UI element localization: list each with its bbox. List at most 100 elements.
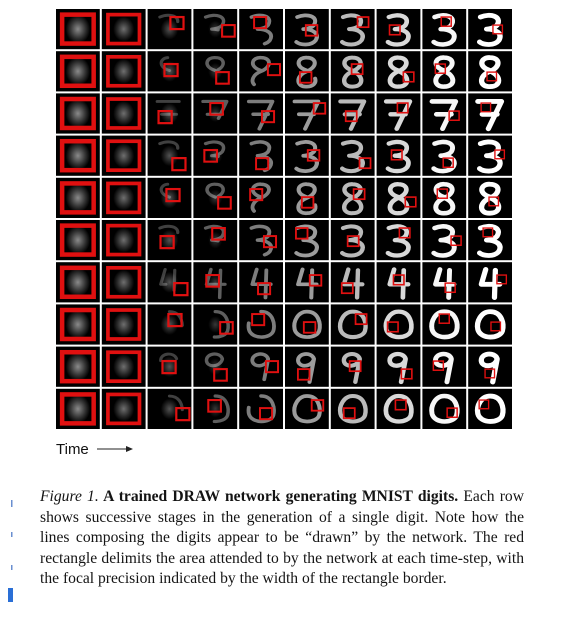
generation-cell — [193, 135, 238, 176]
generation-cell — [56, 346, 100, 387]
attention-rectangle — [260, 110, 276, 124]
generation-cell — [147, 220, 192, 261]
attention-rectangle — [344, 110, 358, 123]
generation-cell — [56, 220, 100, 261]
attention-rectangle — [255, 157, 270, 171]
generation-cell — [285, 262, 329, 303]
attention-rectangle — [259, 407, 274, 421]
generation-cell — [147, 304, 192, 345]
generation-cell — [193, 388, 238, 429]
attention-rectangle — [207, 399, 222, 413]
attention-rectangle — [398, 227, 411, 239]
generation-cell — [468, 9, 512, 50]
attention-rectangle — [346, 235, 360, 248]
generation-cell — [239, 177, 283, 218]
figure-caption: Figure 1. A trained DRAW network generat… — [40, 487, 524, 590]
attention-rectangle — [264, 360, 279, 374]
attention-rectangle — [169, 15, 185, 31]
generation-cell — [56, 177, 100, 218]
generation-cell — [330, 220, 375, 261]
attention-rectangle — [253, 16, 268, 30]
generation-cell — [285, 177, 329, 218]
generation-cell — [101, 9, 146, 50]
attention-rectangle — [106, 223, 142, 257]
attention-rectangle — [59, 54, 96, 89]
generation-cell — [330, 135, 375, 176]
attention-rectangle — [350, 63, 364, 76]
generation-cell — [56, 388, 100, 429]
generation-cell — [285, 135, 329, 176]
attention-rectangle — [59, 307, 96, 342]
generation-cell — [239, 304, 283, 345]
attention-rectangle — [442, 157, 454, 169]
attention-rectangle — [217, 196, 232, 210]
attention-rectangle — [388, 24, 401, 36]
attention-rectangle — [450, 235, 462, 246]
attention-rectangle — [448, 110, 460, 122]
draw-mnist-generation-figure — [56, 9, 512, 429]
attention-rectangle — [106, 392, 142, 426]
attention-rectangle — [496, 274, 508, 285]
attention-rectangle — [394, 399, 407, 411]
left-edge-decoration — [8, 500, 13, 602]
generation-cell — [330, 262, 375, 303]
attention-rectangle — [209, 102, 224, 116]
arrow-right-icon — [96, 446, 133, 452]
attention-rectangle — [482, 227, 494, 238]
attention-rectangle — [165, 187, 181, 203]
generation-cell — [422, 9, 467, 50]
generation-cell — [239, 262, 283, 303]
generation-cell — [468, 220, 512, 261]
attention-rectangle — [106, 54, 142, 88]
attention-rectangle — [257, 282, 272, 296]
generation-cell — [147, 93, 192, 134]
attention-rectangle — [59, 96, 96, 131]
generation-cell — [468, 388, 512, 429]
generation-cell — [422, 135, 467, 176]
generation-cell — [147, 262, 192, 303]
attention-rectangle — [251, 313, 266, 327]
attention-rectangle — [488, 196, 500, 207]
attention-rectangle — [300, 196, 315, 209]
generation-cell — [285, 220, 329, 261]
generation-cell — [56, 93, 100, 134]
generation-cell — [285, 51, 329, 92]
attention-rectangle — [306, 149, 321, 162]
generation-cell — [468, 177, 512, 218]
attention-rectangle — [444, 282, 456, 294]
generation-cell — [376, 177, 421, 218]
attention-rectangle — [262, 235, 278, 249]
attention-rectangle — [161, 359, 177, 375]
attention-rectangle — [494, 149, 506, 160]
generation-cell — [330, 9, 375, 50]
generation-cell — [376, 304, 421, 345]
attention-rectangle — [348, 360, 362, 373]
generation-cell — [147, 388, 192, 429]
caption-title: A trained DRAW network generating MNIST … — [98, 488, 459, 505]
attention-rectangle — [436, 188, 449, 199]
attention-rectangle — [404, 196, 417, 208]
attention-rectangle — [106, 12, 142, 46]
generation-cell — [468, 135, 512, 176]
attention-rectangle — [249, 188, 264, 202]
attention-rectangle — [440, 16, 452, 27]
generation-cell — [101, 177, 146, 218]
attention-rectangle — [59, 349, 96, 384]
attention-rectangle — [295, 227, 309, 240]
generation-cell — [193, 304, 238, 345]
generation-cell — [422, 93, 467, 134]
generation-cell — [376, 346, 421, 387]
attention-rectangle — [340, 282, 354, 295]
generation-cell — [285, 93, 329, 134]
attention-rectangle — [342, 407, 356, 420]
generation-cell — [422, 388, 467, 429]
generation-cell — [101, 220, 146, 261]
generation-cell — [239, 388, 283, 429]
attention-rectangle — [312, 102, 327, 115]
generation-cell — [239, 9, 283, 50]
attention-rectangle — [157, 109, 173, 125]
attention-rectangle — [492, 24, 504, 35]
attention-rectangle — [59, 223, 96, 257]
generation-cell — [193, 9, 238, 50]
attention-rectangle — [396, 102, 409, 114]
